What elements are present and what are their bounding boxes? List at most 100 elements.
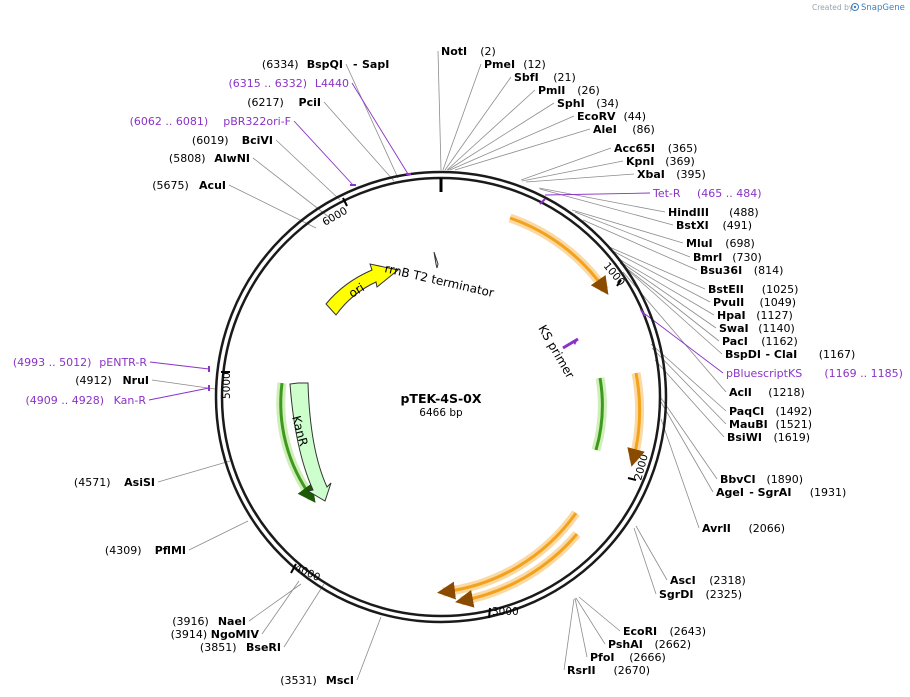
site-paci-pos: (1162) [761,335,798,348]
primer-pbr322ori-f-name: pBR322ori-F [223,115,291,128]
site-maubi[interactable]: MauBI(1521) [729,418,812,431]
site-pshai-pos: (2662) [655,638,692,651]
site-bstxi[interactable]: BstXI(491) [676,219,752,232]
site-sbfi-pos: (21) [553,71,576,84]
primer-pbluescriptks[interactable]: pBluescriptKS(1169 .. 1185) [726,367,903,380]
site-pvuii[interactable]: PvuII(1049) [713,296,796,309]
site-sbfi[interactable]: SbfI (21) [514,71,576,84]
ruler-tick-1000 [616,279,622,287]
site-bbvci-pos: (1890) [767,473,804,486]
site-asisi-name: AsiSI [124,476,155,489]
site-paci[interactable]: PacI(1162) [722,335,798,348]
site-bsiwi-leader [654,359,725,438]
site-bspdi[interactable]: BspDI- ClaI(1167) [725,348,855,361]
site-mlui[interactable]: MluI(698) [686,237,755,250]
site-bmri[interactable]: BmrI(730) [693,251,762,264]
ruler-tick-2000 [627,477,637,481]
site-asisi-leader [157,460,231,483]
site-acc65i-name: Acc65I [614,142,655,155]
site-asci[interactable]: AscI(2318) [670,574,746,587]
site-pmei[interactable]: PmeI(12) [484,58,546,71]
site-pcii[interactable]: PciI(6217) [247,96,321,109]
feature-kanr-arrow [289,382,332,502]
site-sbfi-name: SbfI [514,71,539,84]
site-rsrii-name: RsrII [567,664,596,677]
site-ecori[interactable]: EcoRI(2643) [623,625,706,638]
site-alwni[interactable]: AlwNI(5808) [169,152,250,165]
site-noti-name: NotI [441,45,467,58]
site-acc65i[interactable]: Acc65I (365) [614,142,697,155]
site-maubi-pos: (1521) [776,418,813,431]
site-msci-name: MscI [326,674,354,687]
site-acui[interactable]: AcuI(5675) [152,179,226,192]
site-noti[interactable]: NotI(2) [441,45,496,58]
site-sbfi-leader [444,76,512,171]
site-paqci[interactable]: PaqCI(1492) [729,405,812,418]
site-acc65i-pos: (365) [668,142,698,155]
primer-l4440-leader [351,82,409,175]
site-bstxi-pos: (491) [723,219,753,232]
site-bspqi-alt-name: SapI [362,58,389,71]
primer-tet-r[interactable]: Tet-R(465 .. 484) [652,187,762,200]
site-mlui-name: MluI [686,237,713,250]
site-sgrdi-leader [633,527,657,595]
site-bspqi-name: BspQI [307,58,343,71]
site-alwni-pos: (5808) [169,152,206,165]
site-bspqi[interactable]: SapI-BspQI(6334) [262,58,389,71]
site-agei[interactable]: AgeI- SgrAI(1931) [716,486,846,499]
site-bsu36i[interactable]: Bsu36I(814) [700,264,783,277]
primer-kan-r-leader [148,387,210,401]
site-bcivi-pos: (6019) [192,134,229,147]
site-acli[interactable]: AclI(1218) [729,386,805,399]
site-swai[interactable]: SwaI(1140) [719,322,795,335]
site-xbai[interactable]: XbaI(395) [637,168,706,181]
green-features [276,377,607,503]
site-pfoi[interactable]: PfoI(2666) [590,651,666,664]
primer-pentr-r[interactable]: pENTR-R(4993 .. 5012) [13,356,148,369]
site-rsrii[interactable]: RsrII (2670) [567,664,650,677]
site-acui-leader [228,184,317,229]
primer-tet-r-name: Tet-R [652,187,681,200]
site-naei[interactable]: NaeI(3916) [172,615,246,628]
site-alei[interactable]: AleI(86) [593,123,655,136]
site-avrii[interactable]: AvrII(2066) [702,522,785,535]
primer-l4440[interactable]: L4440(6315 .. 6332) [228,77,349,90]
site-pshai[interactable]: PshAI(2662) [608,638,691,651]
site-bsiwi[interactable]: BsiWI(1619) [727,431,810,444]
site-pmei-pos: (12) [523,58,546,71]
site-sphi[interactable]: SphI(34) [557,97,619,110]
site-bbvci[interactable]: BbvCI(1890) [720,473,803,486]
site-pflmi-pos: (4309) [105,544,142,557]
site-msci[interactable]: MscI (3531) [280,674,354,687]
ruler-label-3000: 3000 [492,606,519,618]
site-bsiwi-name: BsiWI [727,431,762,444]
site-bseri-name: BseRI [246,641,281,654]
site-bcivi[interactable]: BciVI(6019) [192,134,273,147]
site-bsteii[interactable]: BstEII(1025) [708,283,798,296]
site-msci-pos: (3531) [280,674,317,687]
site-pshai-leader [575,597,606,645]
site-bseri[interactable]: BseRI (3851) [200,641,281,654]
site-asisi[interactable]: AsiSI(4571) [74,476,155,489]
site-kpni-leader [521,160,624,182]
site-pflmi[interactable]: PflMI(4309) [105,544,186,557]
site-noti-leader [437,50,442,171]
site-bspdi-alt-name: - ClaI [766,348,798,361]
site-hpai[interactable]: HpaI(1127) [717,309,793,322]
primer-kan-r[interactable]: Kan-R(4909 .. 4928) [25,394,146,407]
site-hindiii[interactable]: HindIII(488) [668,206,759,219]
site-rsrii-pos: (2670) [614,664,651,677]
site-ecorv-pos: (44) [624,110,647,123]
snapgene-logo-icon [851,3,859,11]
site-ecorv[interactable]: EcoRV(44) [577,110,646,123]
site-bseri-pos: (3851) [200,641,237,654]
site-kpni[interactable]: KpnI(369) [626,155,695,168]
site-ngomiv[interactable]: NgoMIV(3914) [171,628,260,641]
site-pmli[interactable]: PmlI(26) [538,84,600,97]
ruler-tick-4000 [290,563,297,574]
site-nrui[interactable]: NruI(4912) [75,374,149,387]
primer-pbr322ori-f[interactable]: pBR322ori-F(6062 .. 6081) [130,115,291,128]
site-sgrdi[interactable]: SgrDI(2325) [659,588,742,601]
site-sphi-name: SphI [557,97,585,110]
site-pmei-leader [442,63,482,171]
